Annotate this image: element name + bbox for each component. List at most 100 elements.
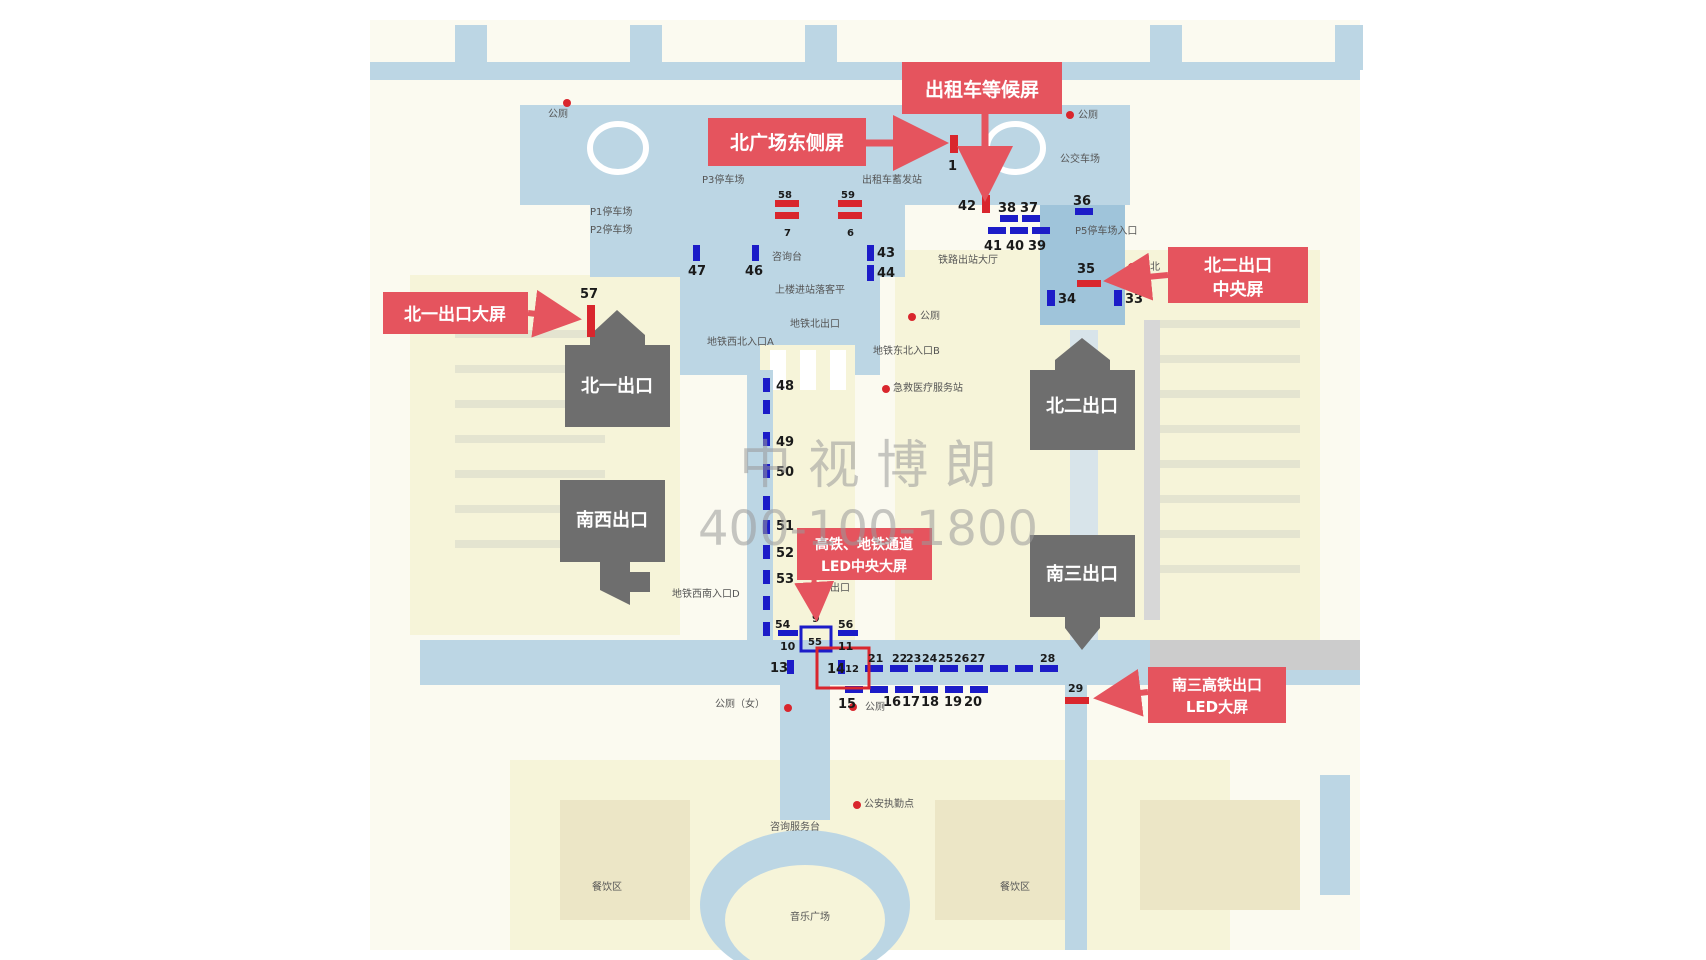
num-1: 1 xyxy=(948,159,957,174)
screen-59 xyxy=(838,200,862,207)
red-screens xyxy=(587,135,1101,704)
num-29: 29 xyxy=(1068,682,1083,695)
callout-north-plaza-east-text: 北广场东侧屏 xyxy=(730,131,844,154)
num-53: 53 xyxy=(776,572,794,587)
num-14: 14 xyxy=(827,662,845,677)
num-19: 19 xyxy=(944,695,962,710)
num-39: 39 xyxy=(1028,239,1046,254)
toilet-label-5: 公厕 xyxy=(920,310,940,322)
toilet-label-2: 公厕 xyxy=(1078,109,1098,121)
callout-north-plaza-east: 北广场东侧屏 xyxy=(708,115,949,171)
top-band xyxy=(370,62,1360,80)
num-24: 24 xyxy=(922,652,938,665)
num-17: 17 xyxy=(902,695,920,710)
dining-label-2: 餐饮区 xyxy=(1000,880,1030,893)
num-15: 15 xyxy=(838,697,856,712)
platform-rows-right xyxy=(1160,320,1300,573)
num-36: 36 xyxy=(1073,194,1091,209)
info-desk-label: 咨询台 xyxy=(772,250,802,263)
metro-ne-label: 地铁东北入口B xyxy=(873,344,940,357)
callout-south3-text-1: 南三高铁出口 xyxy=(1172,676,1262,694)
screen-numbers: 1 42 58 7 59 6 38 37 36 41 40 39 47 46 4… xyxy=(580,159,1143,712)
num-37: 37 xyxy=(1020,201,1038,216)
callout-north1-big-text: 北一出口大屏 xyxy=(404,304,506,325)
num-48: 48 xyxy=(776,379,794,394)
p1-label: P1停车场 xyxy=(590,205,632,218)
num-21: 21 xyxy=(868,652,883,665)
num-44: 44 xyxy=(877,266,895,281)
p2-label: P2停车场 xyxy=(590,223,632,236)
num-27: 27 xyxy=(970,652,985,665)
num-49: 49 xyxy=(776,435,794,450)
taxi-station-label: 出租车蓄发站 xyxy=(862,173,922,186)
num-43: 43 xyxy=(877,246,895,261)
num-26: 26 xyxy=(954,652,970,665)
screen-58 xyxy=(775,200,799,207)
num-11: 11 xyxy=(838,640,853,653)
exit-north1: 北一出口 xyxy=(565,310,670,427)
toilet-women-label: 公厕（女） xyxy=(715,697,765,710)
num-51: 51 xyxy=(776,519,794,534)
metro-sw-label: 地铁西南入口D xyxy=(672,587,740,600)
watermark-line-2: 400-100-1800 xyxy=(698,501,1038,557)
num-38: 38 xyxy=(998,201,1016,216)
screen-42 xyxy=(982,195,990,213)
screen-35 xyxy=(1077,280,1101,287)
highlight-box xyxy=(815,646,871,690)
screen-7 xyxy=(775,212,799,219)
num-59: 59 xyxy=(841,190,855,201)
up-station-label: 上楼进站落客平 xyxy=(775,283,845,296)
num-35: 35 xyxy=(1077,262,1095,277)
callout-north2-center: 北二出口 中央屏 xyxy=(1103,247,1308,303)
rail-hall-label: 铁路出站大厅 xyxy=(938,253,998,266)
num-25: 25 xyxy=(938,652,953,665)
exit-south3-label: 南三出口 xyxy=(1046,563,1118,585)
num-33: 33 xyxy=(1125,292,1143,307)
exit-south3: 南三出口 xyxy=(1030,535,1135,650)
num-34: 34 xyxy=(1058,292,1076,307)
north-small-label: 北 xyxy=(1150,261,1160,273)
num-47: 47 xyxy=(688,264,706,279)
p5-label: P5停车场入口 xyxy=(1075,224,1137,237)
num-56: 56 xyxy=(838,618,854,631)
toilet-label-1: 公厕 xyxy=(548,108,568,120)
dining-label-1: 餐饮区 xyxy=(592,880,622,893)
exit-north2: 北二出口 xyxy=(1030,338,1135,450)
exit-south4-label: 南西出口 xyxy=(576,509,648,531)
num-50: 50 xyxy=(776,465,794,480)
service-label: 咨询服务台 xyxy=(770,820,820,833)
callout-hsr-metro-text-1: 高铁、地铁通道 xyxy=(815,536,913,553)
callout-taxi-wait: 出租车等候屏 xyxy=(902,62,1062,202)
num-10: 10 xyxy=(780,640,796,653)
metro-north-label: 地铁北出口 xyxy=(790,317,840,330)
callout-north2-center-text-2: 中央屏 xyxy=(1213,279,1264,300)
num-55: 55 xyxy=(808,637,822,648)
music-square-label: 音乐广场 xyxy=(790,910,830,923)
num-23: 23 xyxy=(906,652,921,665)
screen-1 xyxy=(950,135,958,153)
area-labels: 公厕 公厕 公交车场 P3停车场 出租车蓄发站 P1停车场 P2停车场 咨询台 … xyxy=(548,108,1160,923)
bus-station-label: 公交车场 xyxy=(1060,152,1100,165)
watermark-line-1: 中 视 博 朗 xyxy=(739,436,997,496)
callout-taxi-wait-text: 出租车等候屏 xyxy=(925,78,1039,101)
num-28: 28 xyxy=(1040,652,1055,665)
num-57: 57 xyxy=(580,287,598,302)
exit-north1-label: 北一出口 xyxy=(581,375,653,397)
callout-hsr-metro-text-2: LED中央大屏 xyxy=(821,558,907,575)
exit-south4: 南西出口 xyxy=(560,480,665,605)
screen-6 xyxy=(838,212,862,219)
toilet-label-4: 公厕 xyxy=(865,701,885,713)
p3-label: P3停车场 xyxy=(702,173,744,186)
num-58: 58 xyxy=(778,190,792,201)
num-42: 42 xyxy=(958,199,976,214)
num-46: 46 xyxy=(745,264,763,279)
num-18: 18 xyxy=(921,695,939,710)
callout-south3-text-2: LED大屏 xyxy=(1186,698,1248,716)
num-20: 20 xyxy=(964,695,982,710)
screen-57 xyxy=(587,305,595,337)
platform-rows-left xyxy=(455,330,605,548)
callout-hsr-metro: 高铁、地铁通道 LED中央大屏 xyxy=(794,528,932,622)
num-22: 22 xyxy=(892,652,907,665)
num-6: 6 xyxy=(847,228,854,239)
